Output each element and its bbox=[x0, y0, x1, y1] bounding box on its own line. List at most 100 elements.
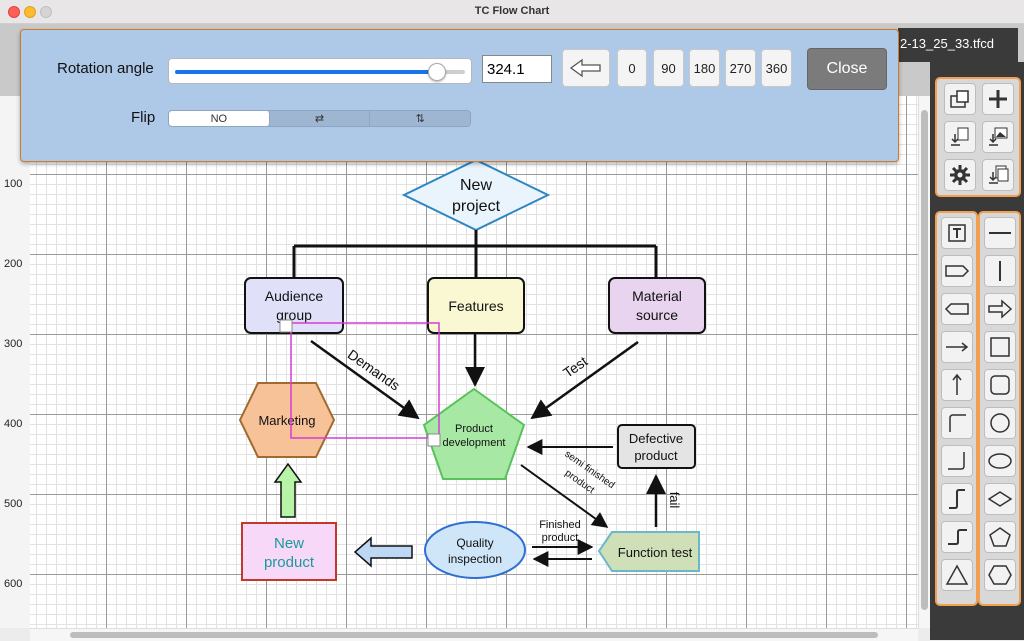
node-label-features: Features bbox=[448, 298, 503, 314]
horizontal-line-icon[interactable] bbox=[984, 217, 1016, 249]
flip-option-vertical[interactable]: ⇅ bbox=[415, 113, 425, 125]
window-title: TC Flow Chart bbox=[474, 5, 550, 17]
shape-tools-right-group bbox=[978, 211, 1021, 606]
corner-top-left-icon[interactable] bbox=[941, 407, 973, 439]
ellipse-icon[interactable] bbox=[984, 445, 1016, 477]
vertical-scroll-thumb[interactable] bbox=[921, 110, 928, 610]
edge-new-product-to-marketing[interactable] bbox=[273, 462, 303, 518]
ruler-label: 400 bbox=[4, 418, 23, 430]
node-label-product-development-2: development bbox=[443, 437, 506, 449]
edge-audience-to-development[interactable] bbox=[310, 339, 420, 420]
node-features[interactable]: Features bbox=[427, 277, 525, 334]
import-file-icon[interactable] bbox=[944, 121, 976, 153]
square-icon[interactable] bbox=[984, 331, 1016, 363]
selection-handle-top-left[interactable] bbox=[279, 319, 293, 333]
arrow-up-line-icon[interactable] bbox=[941, 369, 973, 401]
connector-new-project-branches[interactable] bbox=[292, 230, 658, 278]
diamond-icon[interactable] bbox=[984, 483, 1016, 515]
file-tools-group bbox=[935, 77, 1021, 197]
document-tab[interactable]: 2-13_25_33.tfcd bbox=[898, 28, 1018, 62]
rounded-square-icon[interactable] bbox=[984, 369, 1016, 401]
import-image-icon[interactable] bbox=[982, 121, 1014, 153]
node-defective-product[interactable]: Defective product bbox=[617, 424, 696, 469]
node-label-new-project-2: project bbox=[452, 198, 501, 215]
flip-option-horizontal[interactable]: ⇄ bbox=[270, 111, 371, 126]
text-box-icon[interactable] bbox=[941, 217, 973, 249]
node-label-new-product-1: New bbox=[274, 535, 304, 552]
open-files-icon[interactable] bbox=[944, 83, 976, 115]
minimize-window-button[interactable] bbox=[24, 6, 36, 18]
node-label-defective-product-1: Defective bbox=[629, 431, 683, 446]
ruler-label: 600 bbox=[4, 578, 23, 590]
vertical-line-icon[interactable] bbox=[984, 255, 1016, 287]
node-audience-group[interactable]: Audience group bbox=[244, 277, 344, 334]
node-label-material-source-1: Material bbox=[632, 288, 682, 304]
horizontal-scrollbar[interactable] bbox=[30, 628, 918, 641]
pentagon-icon[interactable] bbox=[984, 521, 1016, 553]
node-label-quality-inspection-1: Quality bbox=[456, 536, 493, 550]
vertical-scrollbar[interactable] bbox=[918, 96, 931, 628]
ruler-label: 100 bbox=[4, 178, 23, 190]
node-marketing[interactable]: Marketing bbox=[238, 382, 336, 458]
pentagon-arrow-right-icon[interactable] bbox=[941, 255, 973, 287]
node-label-new-project-1: New bbox=[460, 177, 492, 194]
tool-panel bbox=[930, 62, 1024, 640]
hexagon-icon[interactable] bbox=[984, 559, 1016, 591]
node-label-new-product-2: product bbox=[264, 554, 315, 571]
rotation-slider[interactable] bbox=[168, 58, 472, 84]
preset-90-button[interactable]: 90 bbox=[653, 49, 684, 87]
edge-material-to-development[interactable] bbox=[530, 340, 639, 420]
preset-0-button[interactable]: 0 bbox=[617, 49, 647, 87]
zoom-window-button[interactable] bbox=[40, 6, 52, 18]
node-material-source[interactable]: Material source bbox=[608, 277, 706, 334]
horizontal-scroll-thumb[interactable] bbox=[70, 632, 878, 638]
ruler-label: 500 bbox=[4, 498, 23, 510]
preset-360-button[interactable]: 360 bbox=[761, 49, 792, 87]
node-new-product[interactable]: New product bbox=[241, 522, 337, 581]
circle-icon[interactable] bbox=[984, 407, 1016, 439]
rotation-angle-label: Rotation angle bbox=[57, 60, 154, 77]
node-label-quality-inspection-2: inspection bbox=[448, 552, 502, 566]
edge-label-finished-2: product bbox=[542, 532, 579, 544]
settings-gear-icon[interactable] bbox=[944, 159, 976, 191]
z-curve-icon[interactable] bbox=[941, 521, 973, 553]
preset-180-button[interactable]: 180 bbox=[689, 49, 720, 87]
rotation-slider-knob[interactable] bbox=[428, 63, 446, 81]
node-product-development[interactable]: Product development bbox=[422, 387, 526, 480]
edge-label-finished-1: Finished bbox=[539, 519, 581, 531]
edge-development-to-function-test[interactable] bbox=[520, 464, 609, 528]
selection-box[interactable] bbox=[279, 319, 441, 447]
close-window-button[interactable] bbox=[8, 6, 20, 18]
rotation-angle-input[interactable] bbox=[482, 55, 552, 83]
close-button[interactable]: Close bbox=[807, 48, 887, 90]
rotation-panel: Rotation angle 0 90 180 270 360 Close Fl… bbox=[20, 29, 899, 162]
node-quality-inspection[interactable]: Quality inspection bbox=[424, 521, 526, 579]
pentagon-arrow-left-icon[interactable] bbox=[941, 293, 973, 325]
node-label-marketing: Marketing bbox=[258, 413, 315, 428]
edge-label-fail: fail bbox=[667, 492, 682, 509]
edge-quality-to-new-product[interactable] bbox=[353, 536, 413, 568]
rotation-slider-remaining bbox=[436, 70, 465, 74]
block-arrow-icon[interactable] bbox=[984, 293, 1016, 325]
edge-label-test: Test bbox=[560, 353, 590, 381]
node-label-function-test: Function test bbox=[618, 545, 693, 560]
node-function-test[interactable]: Function test bbox=[597, 531, 700, 572]
left-arrow-icon bbox=[569, 58, 601, 78]
export-file-icon[interactable] bbox=[982, 159, 1014, 191]
node-label-audience-group-1: Audience bbox=[265, 288, 324, 304]
flip-option-none[interactable]: NO bbox=[169, 111, 270, 126]
add-icon[interactable] bbox=[982, 83, 1014, 115]
node-label-product-development-1: Product bbox=[455, 423, 493, 435]
corner-bottom-right-icon[interactable] bbox=[941, 445, 973, 477]
rotation-slider-fill bbox=[175, 70, 436, 74]
s-curve-icon[interactable] bbox=[941, 483, 973, 515]
preset-270-button[interactable]: 270 bbox=[725, 49, 756, 87]
title-bar: TC Flow Chart bbox=[0, 0, 1024, 24]
node-new-project[interactable]: New project bbox=[401, 158, 551, 232]
arrow-right-line-icon[interactable] bbox=[941, 331, 973, 363]
triangle-icon[interactable] bbox=[941, 559, 973, 591]
node-label-audience-group-2: group bbox=[276, 307, 312, 323]
ruler-label: 200 bbox=[4, 258, 23, 270]
selection-handle-bottom-right[interactable] bbox=[427, 433, 441, 447]
rotate-back-button[interactable] bbox=[562, 49, 610, 87]
